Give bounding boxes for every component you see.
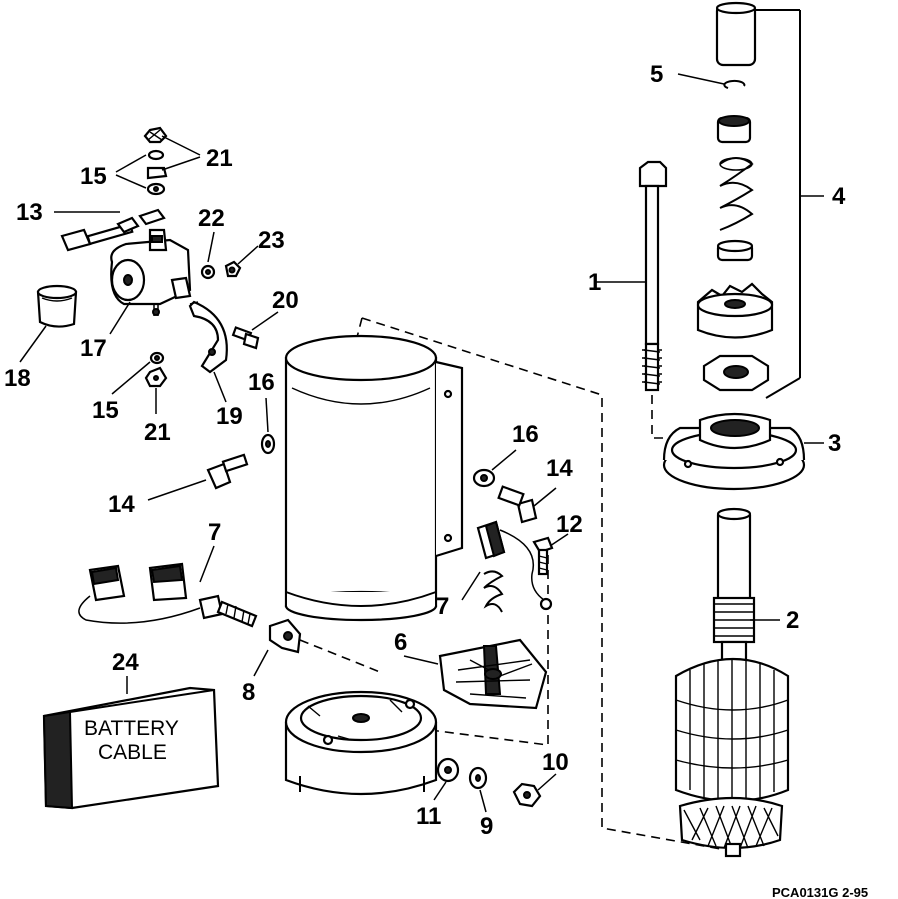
- callout-21-top: 21: [206, 145, 233, 172]
- solenoid-17: [110, 228, 192, 316]
- solenoid-hardware-stack: [143, 126, 168, 196]
- screw-14-left: [206, 453, 249, 490]
- callout-10: 10: [542, 749, 569, 776]
- callout-9: 9: [480, 813, 493, 840]
- brush-plate: [438, 638, 548, 710]
- washer-16-left: [260, 433, 276, 455]
- battery-cable-box: BATTERY CABLE: [42, 686, 220, 810]
- callout-1: 1: [588, 269, 601, 296]
- drive-assembly-bracket: [742, 9, 824, 399]
- screw-14-right: [497, 485, 538, 524]
- boot-18: [36, 284, 78, 328]
- terminal-bolt-13: [60, 208, 166, 252]
- spring-cup: [716, 239, 754, 262]
- washer-22: [200, 264, 216, 280]
- motor-frame: [284, 334, 464, 622]
- commutator-end-cap: [284, 690, 438, 796]
- callout-5: 5: [650, 61, 663, 88]
- callout-15-top: 15: [80, 163, 107, 190]
- callout-7-right: 7: [436, 593, 449, 620]
- callout-16-left: 16: [248, 369, 275, 396]
- terminal-bracket-8: [268, 618, 302, 654]
- callout-6: 6: [394, 629, 407, 656]
- callout-18: 18: [4, 365, 31, 392]
- drive-spring: [719, 157, 754, 231]
- screw-12: [532, 536, 554, 576]
- battery-cable-label-line1: BATTERY: [84, 717, 179, 740]
- washer-11: [436, 757, 460, 783]
- washer-16-right: [472, 468, 496, 488]
- brush-set-left: [78, 562, 258, 628]
- nut-10: [512, 782, 542, 808]
- callout-21-lower: 21: [144, 419, 171, 446]
- callout-4: 4: [832, 183, 846, 210]
- drive-cap: [715, 1, 757, 67]
- callout-13: 13: [16, 199, 43, 226]
- callout-24: 24: [112, 649, 139, 676]
- callout-15-lower: 15: [92, 397, 119, 424]
- callout-17: 17: [80, 335, 107, 362]
- callout-labels: 5 4 1 3 2 21 15 13 22 23 20 18 17 16 15 …: [4, 61, 846, 840]
- screw-20: [231, 326, 260, 350]
- callout-14-right: 14: [546, 455, 573, 482]
- callout-16-right: 16: [512, 421, 539, 448]
- thrust-washer: [702, 354, 770, 392]
- callout-11: 11: [416, 803, 441, 830]
- nut-23: [224, 260, 242, 278]
- solenoid-bracket-19: [188, 300, 228, 374]
- callout-3: 3: [828, 430, 841, 457]
- callout-2: 2: [786, 607, 799, 634]
- armature: [674, 507, 790, 858]
- retaining-ring-5: [723, 79, 746, 89]
- callout-23: 23: [258, 227, 285, 254]
- drive-collar: [716, 115, 752, 144]
- drawing-code: PCA0131G 2-95: [772, 885, 868, 899]
- leader-lines: [19, 73, 725, 813]
- battery-cable-label-line2: CABLE: [98, 741, 167, 764]
- drive-pinion: [696, 282, 774, 339]
- through-bolt: [596, 160, 668, 392]
- callout-19: 19: [216, 403, 243, 430]
- callout-22: 22: [198, 205, 225, 232]
- brush-set-right: [476, 520, 553, 613]
- callout-8: 8: [242, 679, 255, 706]
- lock-washer-9: [468, 766, 488, 790]
- callout-20: 20: [272, 287, 299, 314]
- callout-12: 12: [556, 511, 583, 538]
- lower-hardware-15-21: [144, 351, 168, 388]
- callout-7-left: 7: [208, 519, 221, 546]
- callout-14-left: 14: [108, 491, 135, 518]
- drive-end-cap: [662, 412, 824, 491]
